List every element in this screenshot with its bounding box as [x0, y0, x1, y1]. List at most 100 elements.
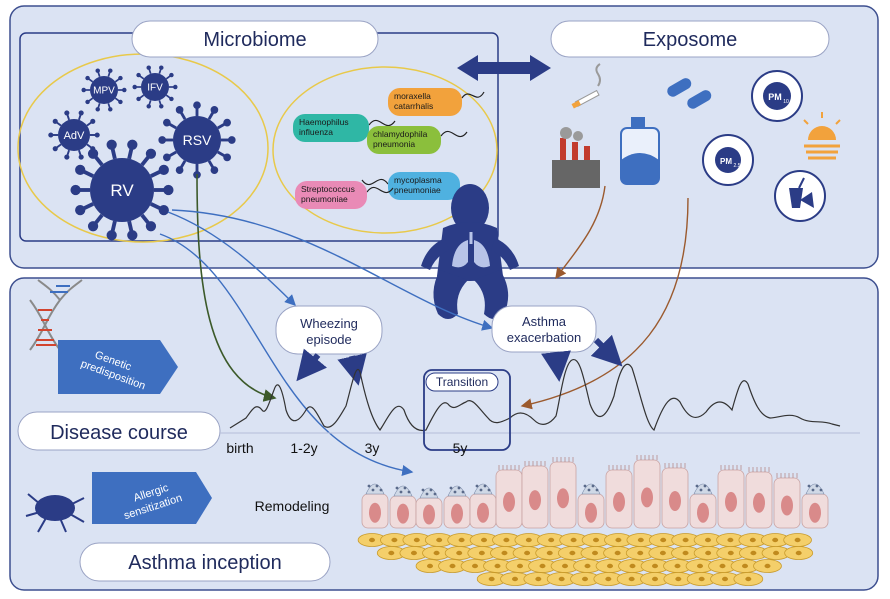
virus-label: MPV	[93, 86, 115, 97]
virus-label: AdV	[64, 130, 85, 142]
bacterium-label: chlamydophila	[373, 129, 428, 139]
stromal-nucleus	[478, 550, 485, 556]
bacterium-label: catarrhalis	[394, 101, 433, 111]
bacterium-label: pneumonia	[373, 139, 415, 149]
epithelial-cell	[577, 483, 605, 529]
stromal-nucleus	[501, 550, 508, 556]
epithelial-cell	[773, 473, 801, 529]
airway-epithelium	[357, 455, 829, 586]
stromal-nucleus	[535, 576, 542, 582]
cleaning-bottle-icon	[620, 117, 660, 185]
stromal-nucleus	[558, 576, 565, 582]
bidirectional-arrow	[457, 55, 551, 81]
bacterium-label: pneumoniae	[301, 194, 348, 204]
stromal-nucleus	[719, 563, 726, 569]
stromal-nucleus	[607, 563, 613, 569]
virus-label: RSV	[183, 132, 212, 148]
epithelial-cell	[801, 483, 829, 529]
exposome-exacerbation-arrow	[555, 185, 606, 280]
stromal-nucleus	[562, 563, 568, 569]
stromal-nucleus	[794, 537, 801, 543]
stromal-nucleus	[503, 537, 510, 543]
stromal-nucleus	[512, 576, 518, 582]
stromal-nucleus	[629, 563, 636, 569]
tick-birth: birth	[226, 440, 253, 456]
genetic-arrow-shape	[58, 340, 178, 394]
stromal-nucleus	[488, 576, 495, 582]
microbiome-title: Microbiome	[203, 29, 306, 51]
rv-exacerbation-arrow	[171, 209, 494, 331]
epithelial-cell	[717, 465, 745, 529]
remodeling-label: Remodeling	[255, 498, 330, 514]
pills-icon	[667, 78, 712, 109]
wheezing-arrow-2	[337, 353, 367, 386]
stromal-nucleus	[458, 537, 465, 543]
epithelial-cell	[443, 485, 471, 529]
rv-wheezing-arrow	[167, 211, 296, 306]
stromal-nucleus	[795, 550, 802, 556]
pm25-sub: 2.5	[734, 163, 741, 169]
exacerbation-label-1: Asthma	[522, 314, 567, 329]
stromal-nucleus	[652, 563, 658, 569]
stromal-nucleus	[660, 537, 667, 543]
stromal-nucleus	[582, 576, 588, 582]
stromal-nucleus	[388, 550, 395, 556]
stromal-nucleus	[615, 537, 622, 543]
transition-box	[423, 369, 511, 451]
stromal-nucleus	[433, 550, 440, 556]
epithelial-cell	[745, 467, 773, 529]
stromal-nucleus	[449, 563, 456, 569]
stromal-nucleus	[413, 537, 420, 543]
epithelial-cell	[549, 457, 577, 529]
wheezing-bubble	[275, 305, 383, 355]
epithelial-cell	[469, 483, 497, 529]
exposome-transition-arrow	[520, 197, 689, 410]
stromal-nucleus	[605, 576, 612, 582]
stromal-nucleus	[584, 563, 591, 569]
rv-remodeling-arrow	[159, 233, 414, 477]
exacerbation-arrow-2	[590, 334, 623, 367]
wheezing-label-1: Wheezing	[300, 316, 358, 331]
asthma-inception-pill	[79, 542, 331, 582]
exacerbation-bubble	[491, 305, 597, 353]
epithelial-cell	[689, 483, 717, 529]
stromal-nucleus	[628, 576, 635, 582]
epithelial-cell	[605, 465, 633, 529]
bacterium-label: Haemophilus	[299, 117, 349, 127]
stromal-nucleus	[592, 550, 598, 556]
stromal-nucleus	[722, 576, 728, 582]
virus-label: RV	[110, 181, 134, 200]
wheezing-arrow-1	[296, 348, 328, 382]
stromal-nucleus	[517, 563, 523, 569]
stromal-nucleus	[682, 537, 689, 543]
cigarette-icon	[571, 63, 601, 109]
epithelial-cell	[661, 463, 689, 529]
stromal-nucleus	[524, 550, 531, 556]
stromal-nucleus	[727, 537, 734, 543]
bacterium-label: influenza	[299, 127, 333, 137]
epithelial-cell	[495, 465, 523, 529]
stromal-nucleus	[705, 550, 712, 556]
rsv-disease-arrow	[196, 173, 277, 402]
stromal-nucleus	[369, 537, 375, 543]
stromal-nucleus	[637, 537, 644, 543]
stromal-nucleus	[652, 576, 658, 582]
bacteria-ring	[272, 66, 498, 234]
pm10-sub: 10	[783, 99, 789, 105]
pm25-text: PM	[720, 157, 732, 166]
asthma-inception-label: Asthma inception	[128, 552, 281, 574]
stromal-nucleus	[675, 576, 682, 582]
stromal-nucleus	[682, 550, 689, 556]
virus-mpv: MPV	[81, 68, 127, 112]
dna-helix-icon	[29, 279, 83, 351]
stromal-nucleus	[727, 550, 734, 556]
stromal-nucleus	[764, 563, 771, 569]
stromal-nucleus	[570, 537, 577, 543]
